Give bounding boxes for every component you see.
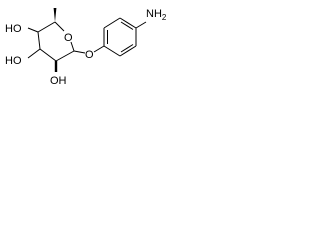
benzene-ring [103, 17, 137, 57]
bond-c2-c1 [55, 50, 75, 62]
bond-ar-3 [119, 17, 137, 29]
methyl-wedge-bond [53, 8, 57, 22]
bond-o-ring-c5 [54, 21, 65, 32]
ring-oxygen-label: O [64, 32, 73, 44]
double-bond-inner-2 [120, 21, 134, 30]
hydroxyl-c2-label: OH [50, 75, 67, 87]
bond-c4-c3 [37, 31, 41, 50]
bond-c3-oh [27, 48, 41, 59]
bond-c3-c2 [39, 48, 57, 62]
glycosidic-oxygen-label: O [85, 49, 94, 61]
bond-ar-6 [103, 45, 121, 57]
bond-c1-o-ring [70, 41, 75, 52]
bond-c1-o-glycosidic [73, 50, 86, 54]
chemical-structure: NH2 HO HO OH O O [5, 8, 167, 87]
bond-ar-5 [119, 45, 137, 57]
pyranose-ring [37, 21, 75, 62]
bond-c5-c4 [37, 21, 56, 33]
bond-c4-oh [27, 27, 39, 33]
bond-o-glycosidic-aryl [93, 45, 105, 53]
amine-label: NH2 [146, 8, 167, 22]
bond-ar-2 [103, 17, 121, 29]
hydroxyl-c3-label: HO [5, 55, 22, 67]
bond-ar-n [135, 21, 147, 29]
double-bond-inner-3 [120, 44, 134, 53]
hydroxyl-c4-label: HO [5, 23, 22, 35]
